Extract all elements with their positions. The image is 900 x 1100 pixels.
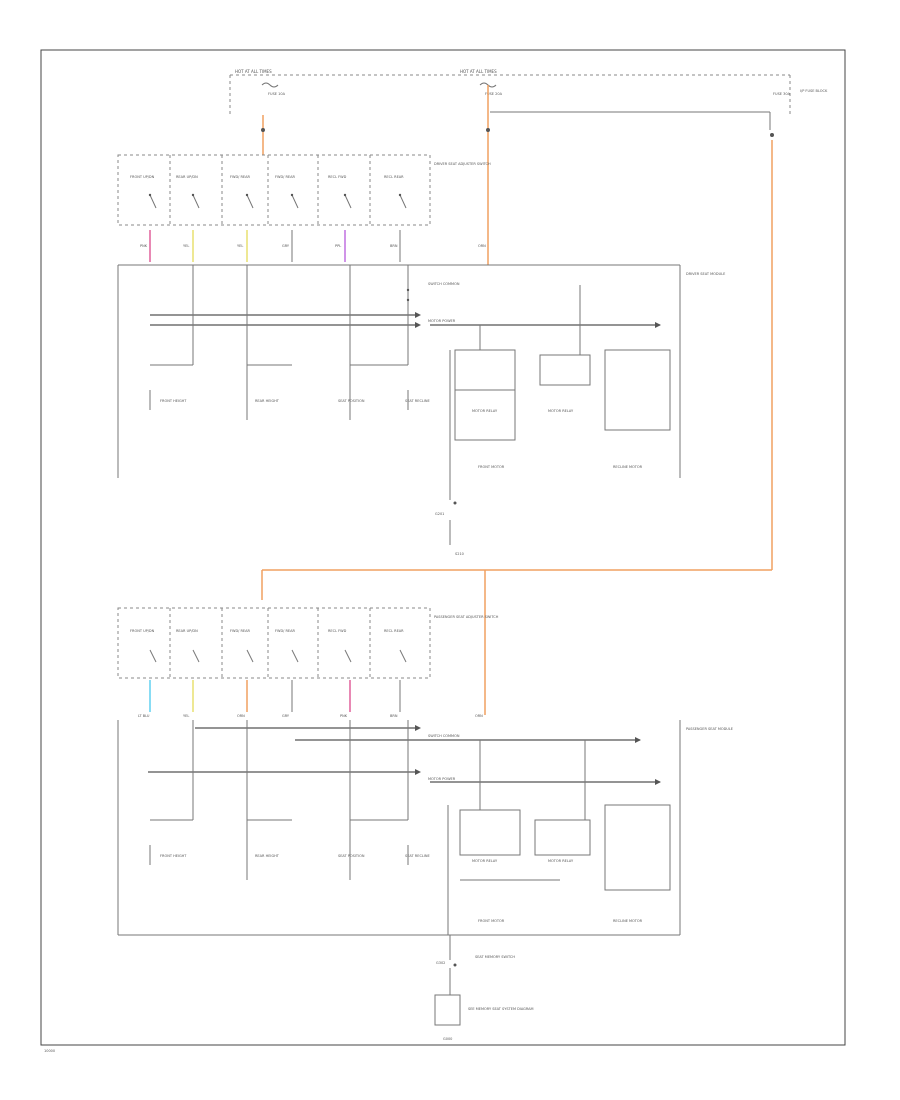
passenger-switch-panel-label: PASSENGER SEAT ADJUSTER SWITCH bbox=[434, 615, 499, 619]
driver-bus-label-2: MOTOR POWER bbox=[428, 319, 456, 323]
driver-switch-panel-label: DRIVER SEAT ADJUSTER SWITCH bbox=[434, 162, 491, 166]
svg-text:BRN: BRN bbox=[390, 714, 398, 718]
passenger-switch-wires: LT BLU YEL ORN GRY PNK BRN ORN bbox=[138, 680, 483, 718]
passenger-ground-section: G302 SEAT MEMORY SWITCH SEE MEMORY SEAT … bbox=[434, 935, 534, 1041]
svg-text:SEAT POSITION: SEAT POSITION bbox=[338, 854, 365, 858]
svg-text:YEL: YEL bbox=[183, 714, 189, 718]
svg-text:FWD/ REAR: FWD/ REAR bbox=[230, 175, 250, 179]
fuse-c-label: FUSE 30A bbox=[773, 92, 791, 96]
passenger-switch-1: FRONT UP/DN bbox=[130, 629, 157, 663]
svg-text:RECL FWD: RECL FWD bbox=[328, 629, 347, 633]
passenger-sensor-recline: SEAT RECLINE bbox=[405, 845, 430, 865]
memory-seat-note: SEE MEMORY SEAT SYSTEM DIAGRAM bbox=[468, 1007, 534, 1011]
passenger-sensor-front-height: FRONT HEIGHT bbox=[149, 845, 187, 865]
fuse-hot-label-left: HOT AT ALL TIMES bbox=[235, 69, 272, 74]
svg-text:YEL: YEL bbox=[237, 244, 243, 248]
svg-text:REAR HEIGHT: REAR HEIGHT bbox=[255, 854, 280, 858]
passenger-switch-5: RECL FWD bbox=[328, 629, 352, 663]
svg-text:FWD/ REAR: FWD/ REAR bbox=[275, 629, 295, 633]
svg-text:BRN: BRN bbox=[390, 244, 398, 248]
passenger-switch-3: FWD/ REAR bbox=[230, 629, 254, 663]
svg-text:GRY: GRY bbox=[282, 244, 290, 248]
driver-sensor-rear-height: REAR HEIGHT bbox=[246, 390, 280, 410]
svg-text:FRONT UP/DN: FRONT UP/DN bbox=[130, 629, 155, 633]
passenger-bus-label-2: MOTOR POWER bbox=[428, 777, 456, 781]
driver-seat-module: DRIVER SEAT MODULE SWITCH COMMON MOTOR P… bbox=[117, 264, 725, 478]
driver-sensor-front-height: FRONT HEIGHT bbox=[149, 390, 187, 410]
svg-text:RECL REAR: RECL REAR bbox=[384, 629, 404, 633]
passenger-relays: MOTOR RELAY MOTOR RELAY FRONT MOTOR RECL… bbox=[459, 740, 671, 923]
svg-text:MOTOR RELAY: MOTOR RELAY bbox=[548, 409, 574, 413]
svg-text:FRONT MOTOR: FRONT MOTOR bbox=[478, 919, 505, 923]
svg-text:GRY: GRY bbox=[282, 714, 290, 718]
svg-text:REAR UP/DN: REAR UP/DN bbox=[176, 629, 198, 633]
driver-bus-label-1: SWITCH COMMON bbox=[428, 282, 460, 286]
orange-power-wires bbox=[261, 85, 774, 715]
driver-switch-2: REAR UP/DN bbox=[176, 175, 200, 209]
svg-text:PPL: PPL bbox=[335, 244, 341, 248]
svg-text:LT BLU: LT BLU bbox=[138, 714, 150, 718]
passenger-sensor-seat-position: SEAT POSITION bbox=[338, 845, 365, 865]
svg-text:PNK: PNK bbox=[340, 714, 348, 718]
svg-text:REAR UP/DN: REAR UP/DN bbox=[176, 175, 198, 179]
fuse-block-note: I/P FUSE BLOCK bbox=[800, 89, 828, 93]
passenger-module-label: PASSENGER SEAT MODULE bbox=[686, 727, 733, 731]
fuse-block: HOT AT ALL TIMES HOT AT ALL TIMES FUSE 1… bbox=[229, 69, 828, 130]
svg-text:RECL REAR: RECL REAR bbox=[384, 175, 404, 179]
svg-text:G302: G302 bbox=[436, 961, 445, 965]
svg-text:MOTOR RELAY: MOTOR RELAY bbox=[472, 409, 498, 413]
svg-text:SEAT RECLINE: SEAT RECLINE bbox=[405, 854, 430, 858]
passenger-seat-module: PASSENGER SEAT MODULE SWITCH COMMON MOTO… bbox=[117, 720, 733, 936]
bottom-ref: G000 bbox=[443, 1037, 452, 1041]
svg-text:RECL FWD: RECL FWD bbox=[328, 175, 347, 179]
svg-text:PNK: PNK bbox=[140, 244, 148, 248]
driver-switch-4: FWD/ REAR bbox=[275, 175, 299, 209]
svg-text:MOTOR RELAY: MOTOR RELAY bbox=[548, 859, 574, 863]
svg-text:ORN: ORN bbox=[475, 714, 483, 718]
passenger-switch-4: FWD/ REAR bbox=[275, 629, 299, 663]
driver-switch-5: RECL FWD bbox=[328, 175, 352, 209]
svg-text:RECLINE MOTOR: RECLINE MOTOR bbox=[613, 919, 643, 923]
svg-text:ORN: ORN bbox=[478, 244, 486, 248]
svg-text:SEAT POSITION: SEAT POSITION bbox=[338, 399, 365, 403]
svg-text:FRONT MOTOR: FRONT MOTOR bbox=[478, 465, 505, 469]
passenger-switch-2: REAR UP/DN bbox=[176, 629, 200, 663]
svg-text:S210: S210 bbox=[455, 552, 464, 556]
driver-switch-panel: DRIVER SEAT ADJUSTER SWITCH FRONT UP/DN … bbox=[117, 154, 491, 226]
fuse-b-label: FUSE 20A bbox=[485, 92, 503, 96]
driver-switch-wires: PNK YEL YEL GRY PPL BRN ORN bbox=[140, 230, 486, 262]
diagram-frame bbox=[40, 49, 846, 1046]
footer-code: 10000 bbox=[44, 1049, 55, 1053]
svg-text:FRONT HEIGHT: FRONT HEIGHT bbox=[160, 854, 187, 858]
memory-switch-label: SEAT MEMORY SWITCH bbox=[475, 955, 515, 959]
svg-text:G201: G201 bbox=[435, 512, 444, 516]
passenger-bus-label-1: SWITCH COMMON bbox=[428, 734, 460, 738]
driver-splice: G201 S210 bbox=[435, 350, 464, 556]
fuse-a-label: FUSE 10A bbox=[268, 92, 286, 96]
svg-text:FWD/ REAR: FWD/ REAR bbox=[275, 175, 295, 179]
driver-switch-3: FWD/ REAR bbox=[230, 175, 254, 209]
svg-text:ORN: ORN bbox=[237, 714, 245, 718]
passenger-switch-panel: PASSENGER SEAT ADJUSTER SWITCH FRONT UP/… bbox=[117, 607, 499, 679]
driver-switch-6: RECL REAR bbox=[384, 175, 407, 209]
svg-text:YEL: YEL bbox=[183, 244, 189, 248]
svg-text:RECLINE MOTOR: RECLINE MOTOR bbox=[613, 465, 643, 469]
svg-text:SEAT RECLINE: SEAT RECLINE bbox=[405, 399, 430, 403]
svg-text:MOTOR RELAY: MOTOR RELAY bbox=[472, 859, 498, 863]
driver-sensor-recline: SEAT RECLINE bbox=[405, 390, 430, 410]
driver-relays: MOTOR RELAY MOTOR RELAY FRONT MOTOR RECL… bbox=[454, 285, 671, 469]
fuse-hot-label-right: HOT AT ALL TIMES bbox=[460, 69, 497, 74]
driver-sensor-seat-position: SEAT POSITION bbox=[338, 390, 365, 410]
svg-text:FRONT HEIGHT: FRONT HEIGHT bbox=[160, 399, 187, 403]
svg-text:FRONT UP/DN: FRONT UP/DN bbox=[130, 175, 155, 179]
passenger-sensor-rear-height: REAR HEIGHT bbox=[246, 845, 280, 865]
driver-module-label: DRIVER SEAT MODULE bbox=[686, 272, 725, 276]
svg-text:REAR HEIGHT: REAR HEIGHT bbox=[255, 399, 280, 403]
passenger-switch-6: RECL REAR bbox=[384, 629, 407, 663]
driver-switch-1: FRONT UP/DN bbox=[130, 175, 157, 209]
svg-text:FWD/ REAR: FWD/ REAR bbox=[230, 629, 250, 633]
